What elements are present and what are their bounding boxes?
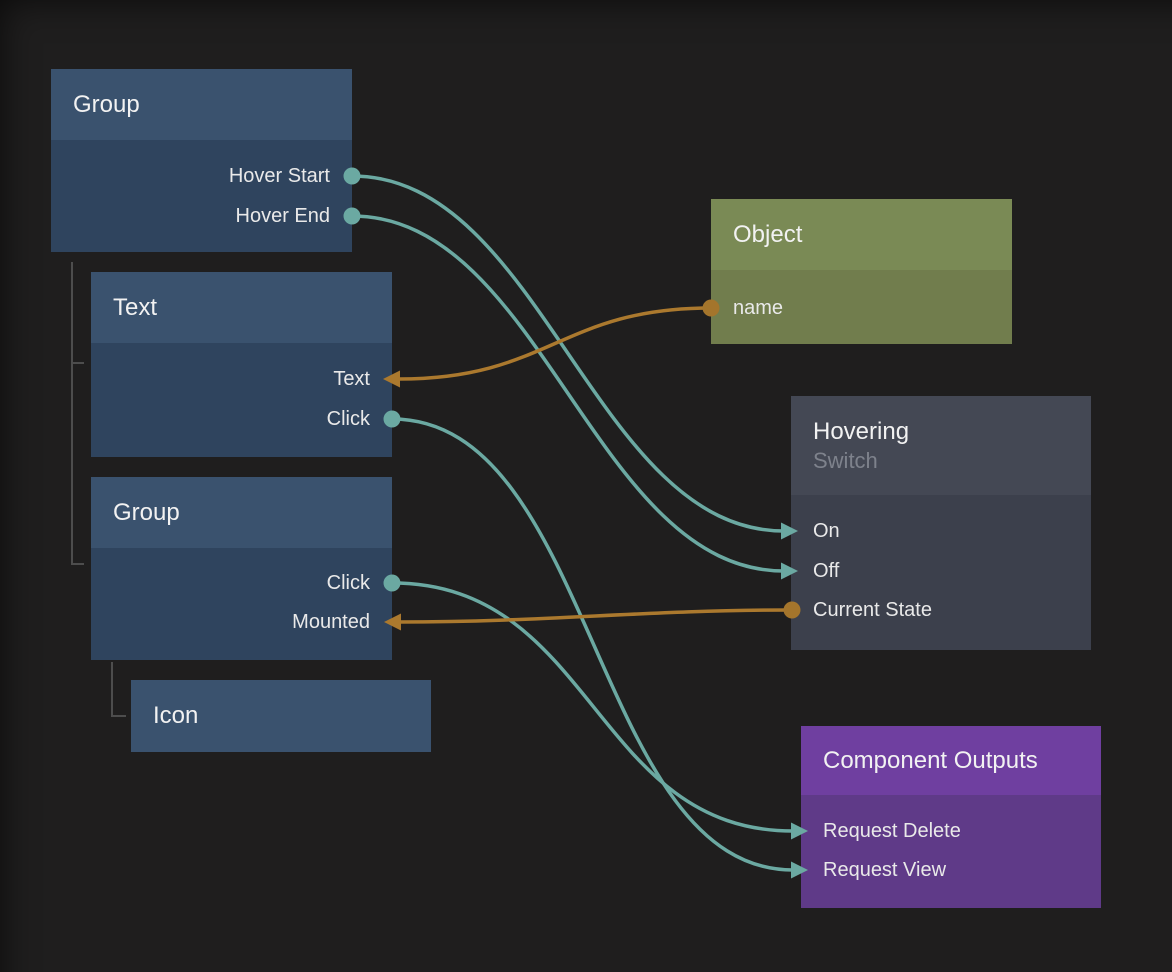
port-hover-start[interactable]: Hover Start bbox=[228, 165, 330, 187]
node-title: Hovering bbox=[813, 417, 910, 445]
node-hovering-header[interactable]: Hovering Switch bbox=[791, 396, 1091, 495]
node-title: Component Outputs bbox=[823, 746, 1038, 774]
node-title: Group bbox=[113, 498, 180, 526]
node-group-top-header[interactable]: Group bbox=[51, 69, 352, 140]
node-group-child-header[interactable]: Group bbox=[91, 477, 392, 548]
node-icon[interactable]: Icon bbox=[131, 680, 431, 752]
port-click[interactable]: Click bbox=[326, 408, 370, 430]
node-object-header[interactable]: Object bbox=[711, 199, 1012, 270]
port-name[interactable]: name bbox=[733, 297, 784, 319]
port-text[interactable]: Text bbox=[333, 368, 370, 390]
node-component-outputs-header[interactable]: Component Outputs bbox=[801, 726, 1101, 795]
port-off[interactable]: Off bbox=[813, 560, 840, 582]
node-text[interactable]: Text Text Click bbox=[91, 272, 392, 457]
tree-line-vertical-icon bbox=[111, 662, 113, 717]
port-on[interactable]: On bbox=[813, 520, 840, 542]
tree-line-stub-text bbox=[72, 362, 84, 364]
tree-line-stub-group bbox=[72, 563, 84, 565]
tree-line-vertical bbox=[71, 262, 73, 565]
port-mounted[interactable]: Mounted bbox=[292, 611, 370, 633]
wire-text-click-to-request-view[interactable] bbox=[391, 417, 808, 879]
port-click[interactable]: Click bbox=[326, 572, 370, 594]
tree-line-stub-icon bbox=[112, 715, 126, 717]
node-icon-header[interactable]: Icon bbox=[131, 680, 431, 752]
node-text-header[interactable]: Text bbox=[91, 272, 392, 343]
node-component-outputs[interactable]: Component Outputs Request Delete Request… bbox=[801, 726, 1101, 908]
port-request-delete[interactable]: Request Delete bbox=[823, 820, 961, 842]
port-request-view[interactable]: Request View bbox=[823, 859, 947, 881]
wire-group-click-to-request-delete[interactable] bbox=[391, 581, 808, 840]
node-group-top[interactable]: Group Hover Start Hover End bbox=[51, 69, 352, 252]
node-title: Text bbox=[113, 293, 158, 321]
port-current-state[interactable]: Current State bbox=[813, 599, 932, 621]
node-title: Group bbox=[73, 90, 140, 118]
wire-object-name-to-text-text[interactable] bbox=[383, 306, 712, 388]
node-hovering[interactable]: Hovering Switch On Off Current State bbox=[791, 396, 1091, 650]
node-group-child[interactable]: Group Click Mounted bbox=[91, 477, 392, 660]
node-subtitle: Switch bbox=[813, 447, 878, 473]
wire-current-state-to-mounted[interactable] bbox=[384, 608, 793, 631]
node-title: Object bbox=[733, 220, 803, 248]
port-hover-end[interactable]: Hover End bbox=[235, 205, 331, 227]
node-object[interactable]: Object name bbox=[711, 199, 1012, 344]
node-title: Icon bbox=[153, 702, 199, 729]
